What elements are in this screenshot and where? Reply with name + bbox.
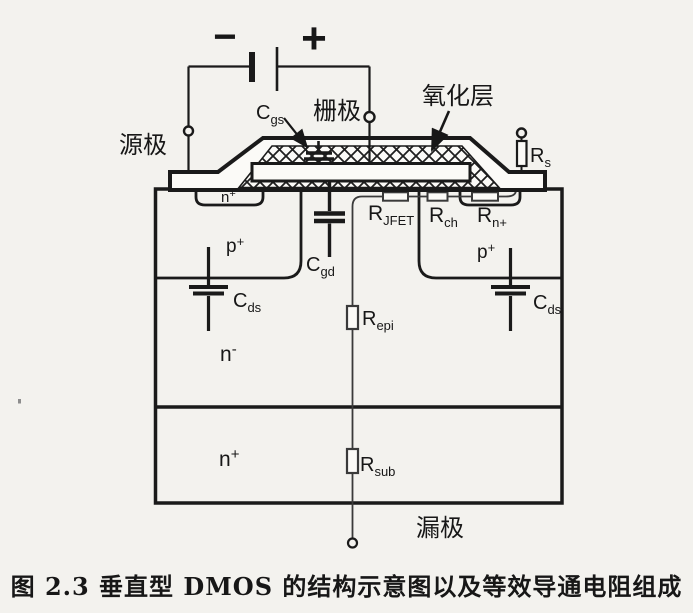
source-terminal-label: 源极 (119, 131, 167, 159)
rs-label: Rs (530, 145, 551, 170)
battery-negative-sign: − (213, 15, 236, 59)
cgs-label: Cgs (256, 102, 285, 127)
oxide-layer-label: 氧化层 (422, 82, 494, 110)
cgs-capacitor (304, 141, 334, 165)
rs-resistor (515, 139, 528, 168)
gate-terminal-circle (363, 110, 376, 124)
rs-lead (515, 127, 528, 172)
gate-electrode (250, 162, 472, 183)
cds-left-label: Cds (233, 290, 262, 315)
rjfet-resistor (382, 191, 409, 202)
repi-resistor (345, 304, 360, 331)
rch-resistor (426, 191, 449, 202)
cds-capacitor-left (189, 247, 228, 331)
p-well-right-label: p+ (477, 240, 495, 263)
rjfet-label: RJFET (368, 202, 414, 228)
on-resistance-chain-wire (351, 189, 517, 539)
nplus-substrate-label: n+ (219, 446, 240, 471)
rnplus-label: Rn+ (477, 204, 507, 230)
drain-terminal-label: 漏极 (416, 514, 464, 542)
gate-terminal-label: 栅极 (313, 97, 361, 125)
drain-terminal-circle (346, 537, 359, 549)
source-terminal-circle (182, 125, 195, 137)
cgd-label: Cgd (306, 254, 335, 279)
rs-terminal-circle (515, 127, 528, 139)
nplus-source-right-outline (458, 189, 522, 207)
rnplus-resistor (471, 191, 499, 202)
p-well-left-outline (155, 189, 303, 280)
nplus-source-left-outline (194, 189, 265, 207)
scan-artifact-dot (18, 399, 21, 404)
figure-caption: 图 2.3 垂直型 DMOS 的结构示意图以及等效导通电阻组成 (10, 572, 683, 601)
p-well-left-label: p+ (226, 234, 244, 257)
rch-label: Rch (429, 204, 458, 230)
n-drift-label: n- (220, 341, 237, 366)
p-well-right-outline (417, 189, 562, 280)
cds-right-label: Cds (533, 292, 562, 317)
nplus-source-left-label: n+ (221, 188, 236, 206)
cgd-capacitor (314, 181, 345, 257)
repi-label: Repi (362, 308, 394, 333)
rsub-label: Rsub (360, 454, 395, 479)
oxide-arrow (430, 110, 451, 153)
battery-positive-sign: + (301, 14, 327, 63)
battery-circuit (187, 47, 371, 127)
cgs-arrow (283, 117, 309, 149)
rsub-resistor (345, 447, 360, 475)
cds-capacitor-right (491, 248, 530, 331)
